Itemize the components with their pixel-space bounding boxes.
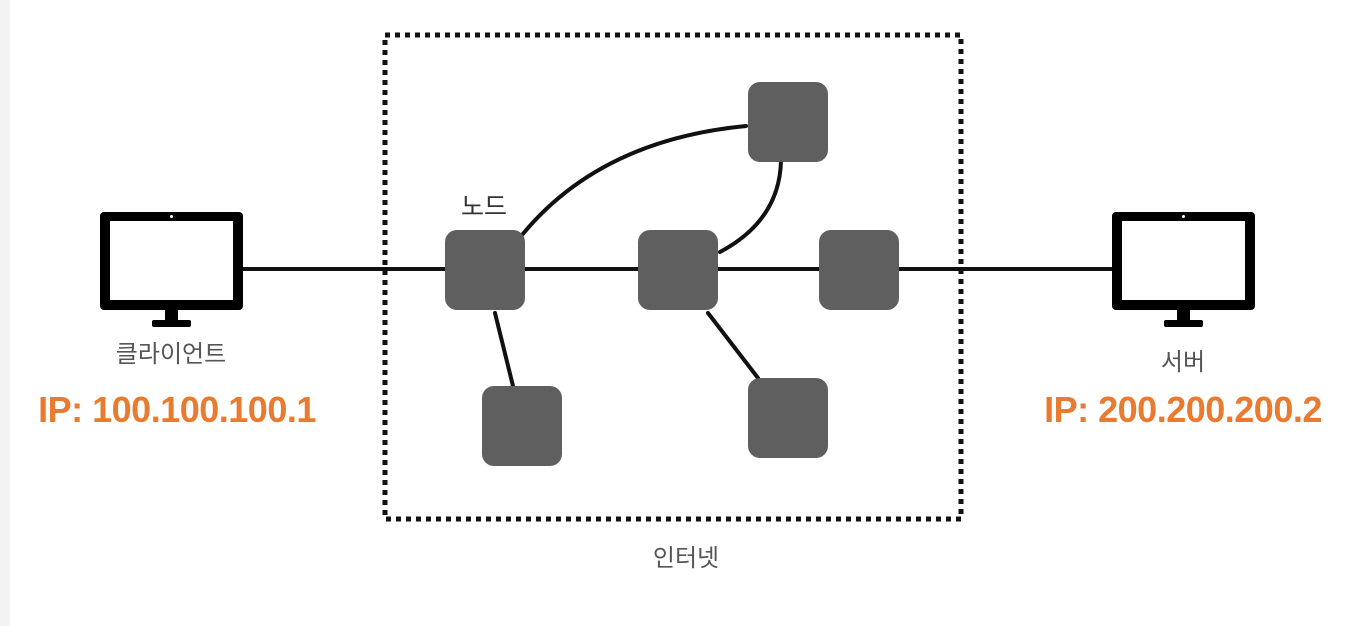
client-ip-address: IP: 100.100.100.1 bbox=[38, 389, 316, 430]
node-label: 노드 bbox=[460, 192, 508, 221]
server-monitor-icon bbox=[1112, 212, 1255, 327]
node-link-upper-right bbox=[718, 158, 783, 254]
client-label: 클라이언트 bbox=[115, 340, 227, 368]
node-bottom-left bbox=[482, 386, 562, 466]
node-left bbox=[445, 230, 525, 310]
left-edge-strip bbox=[0, 0, 10, 626]
node-link-lower-left bbox=[493, 311, 515, 388]
internet-label: 인터넷 bbox=[652, 544, 720, 572]
server-ip-address: IP: 200.200.200.2 bbox=[1044, 389, 1322, 430]
server-label: 서버 bbox=[1160, 348, 1206, 376]
client-monitor-icon bbox=[100, 212, 243, 327]
node-link-lower-right bbox=[706, 311, 760, 380]
node-center bbox=[638, 230, 718, 310]
node-link-upper-curve bbox=[520, 124, 748, 237]
node-right bbox=[819, 230, 899, 310]
node-top bbox=[748, 82, 828, 162]
node-bottom-right bbox=[748, 378, 828, 458]
